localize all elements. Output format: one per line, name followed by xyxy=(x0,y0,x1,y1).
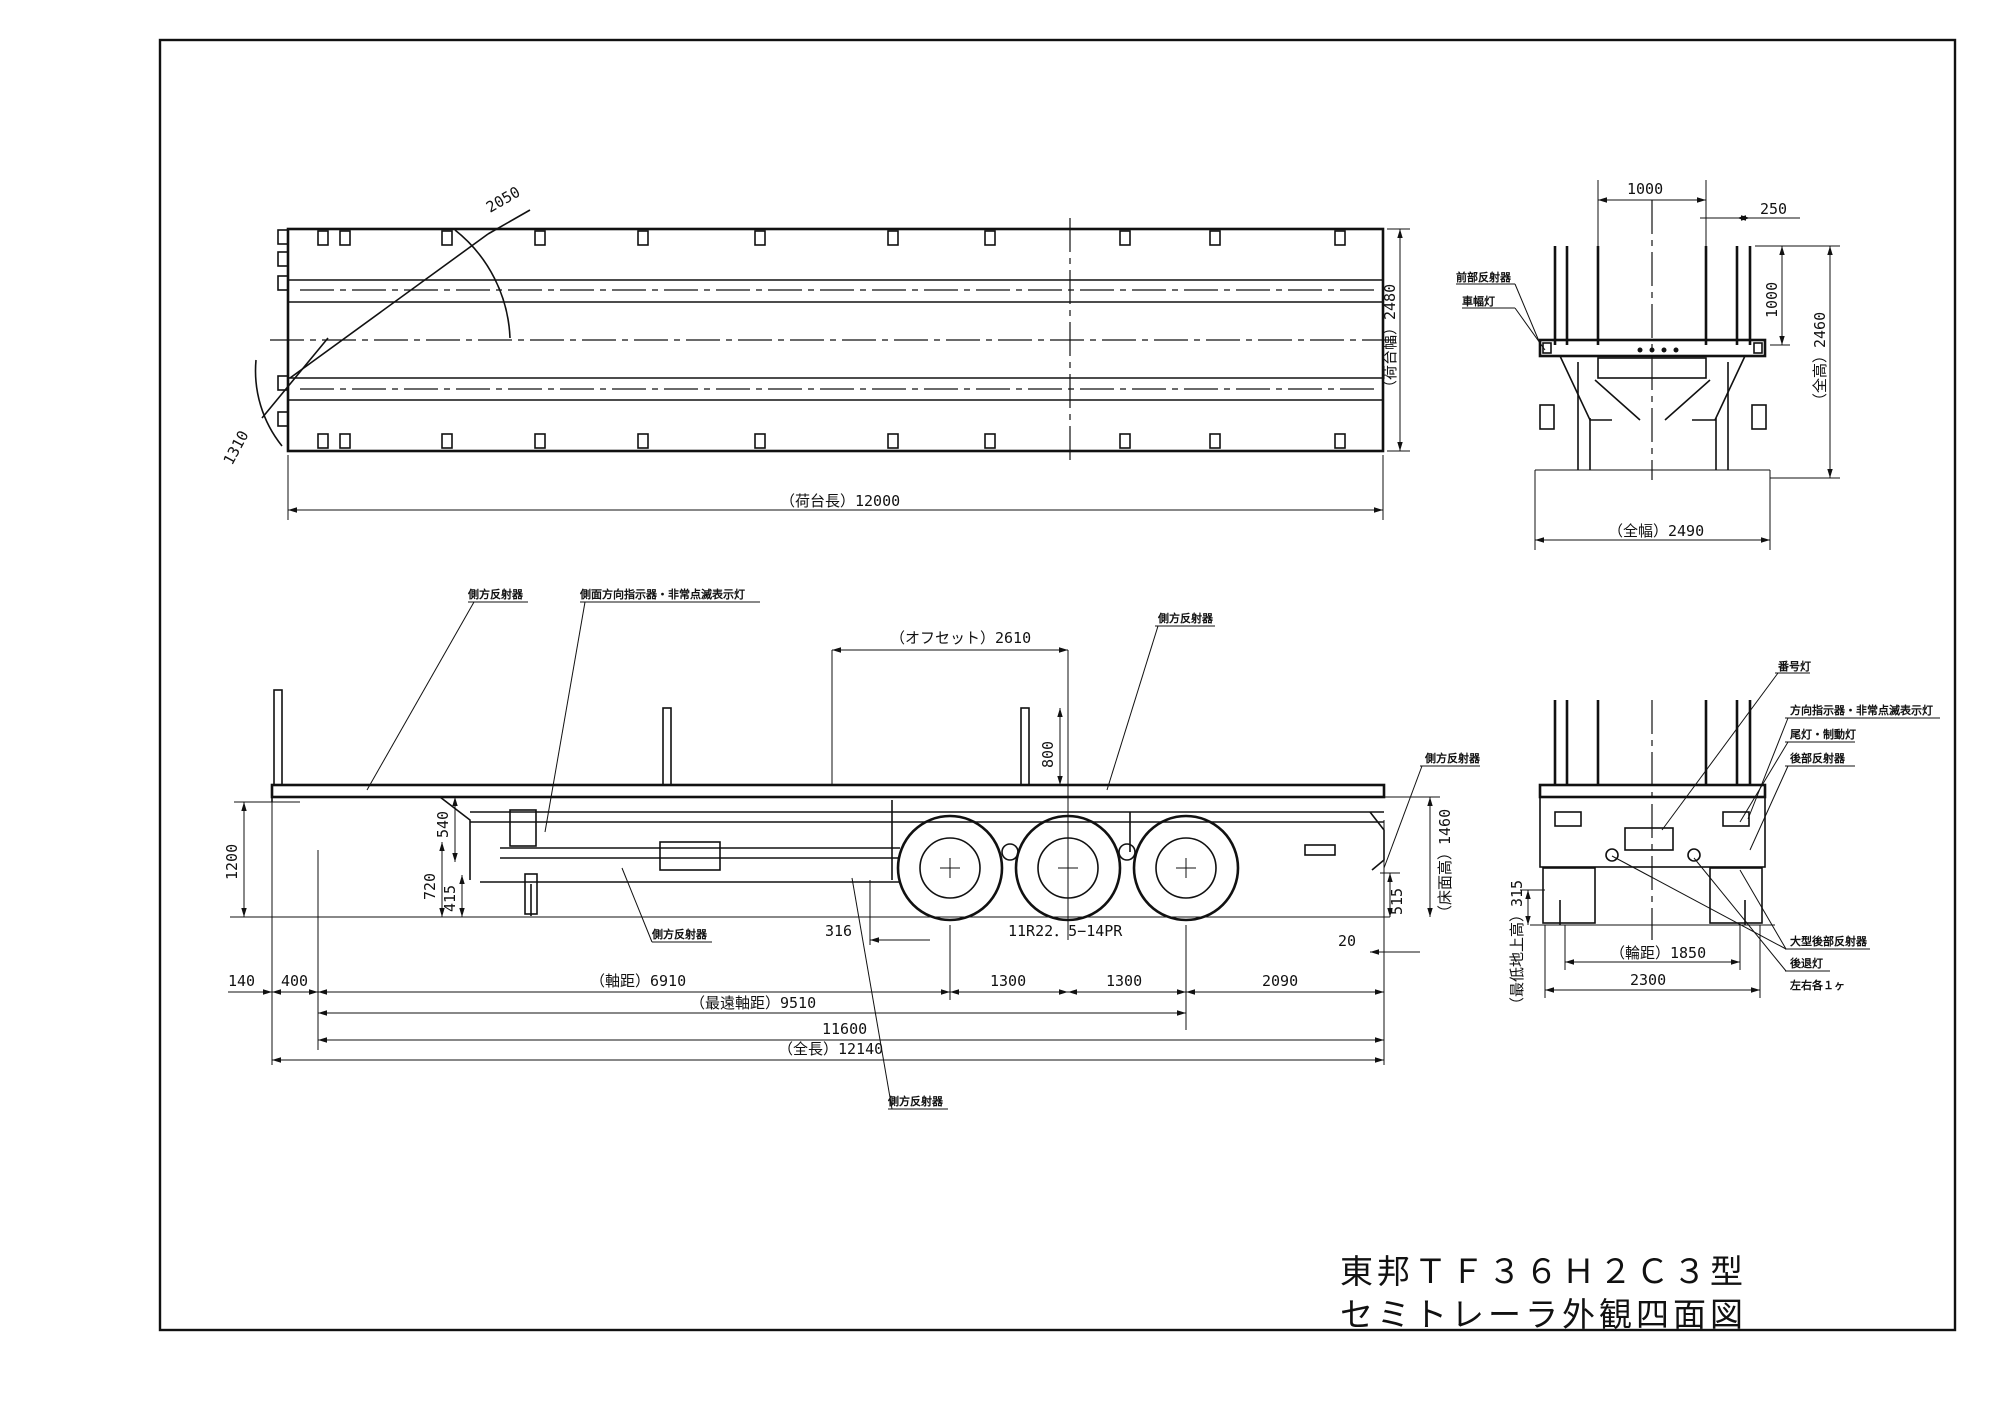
rear-view: （最低地上高）315 （輪距）1850 2300 番号灯 方向指示器・非常点滅表… xyxy=(1508,659,1940,1012)
d540-label: 540 xyxy=(434,811,452,838)
stake-800-label: 800 xyxy=(1039,741,1057,768)
plate-lamp-label: 番号灯 xyxy=(1777,659,1811,673)
large-rear-reflector-label: 大型後部反射器 xyxy=(1790,934,1868,948)
tail-stop-label: 尾灯・制動灯 xyxy=(1789,727,1856,741)
overall-width-label: （全幅）2490 xyxy=(1608,522,1704,540)
d515-label: 515 xyxy=(1388,888,1406,915)
deck-length-label: （荷台長）12000 xyxy=(780,492,900,510)
rear-deck-height-label: （床面高）1460 xyxy=(1436,809,1454,920)
front-reflector-label: 前部反射器 xyxy=(1456,270,1512,284)
drawing-title-line-2: セミトレーラ外観四面図 xyxy=(1340,1295,1747,1334)
deck-width-label: （荷台幅）2480 xyxy=(1381,284,1399,395)
axle-spacing-1-label: 1300 xyxy=(990,972,1026,990)
each-side-label: 左右各１ヶ xyxy=(1789,978,1845,992)
rear-width-label: 2300 xyxy=(1630,971,1666,989)
axle-spacing-2-label: 1300 xyxy=(1106,972,1142,990)
tire-size-label: 11R22．5−14PR xyxy=(1008,922,1123,940)
d140-label: 140 xyxy=(228,972,255,990)
side-turn-signal-label: 側面方向指示器・非常点滅表示灯 xyxy=(579,587,745,601)
stake-height-label: 1000 xyxy=(1763,282,1781,318)
stake-spacing-label: 1000 xyxy=(1627,180,1663,198)
turn-hazard-label: 方向指示器・非常点滅表示灯 xyxy=(1790,703,1933,717)
side-reflector-4-label: 側方反射器 xyxy=(651,927,708,941)
overall-height-label: （全高）2460 xyxy=(1811,312,1829,408)
d720-label: 720 xyxy=(421,873,439,900)
track-label: （輪距）1850 xyxy=(1610,944,1706,962)
width-lamp-label: 車幅灯 xyxy=(1462,294,1495,308)
side-reflector-5-label: 側方反射器 xyxy=(887,1094,944,1108)
wheelbase-label: （軸距）6910 xyxy=(590,972,686,990)
d2090-label: 2090 xyxy=(1262,972,1298,990)
side-reflector-3-label: 側方反射器 xyxy=(1424,751,1481,765)
side-reflector-1-label: 側方反射器 xyxy=(467,587,524,601)
side-view: （オフセット）2610 800 1200 540 720 415 316 11R… xyxy=(223,587,1481,1110)
side-reflector-2-label: 側方反射器 xyxy=(1157,611,1214,625)
stake-offset-label: 250 xyxy=(1760,200,1787,218)
backup-lamp-label: 後退灯 xyxy=(1790,956,1823,970)
top-view: 2050 1310 （荷台長）12000 （荷台幅）2480 xyxy=(220,183,1410,520)
rear-reflector-label: 後部反射器 xyxy=(1790,751,1846,765)
d400-label: 400 xyxy=(281,972,308,990)
deck-height-label: 1200 xyxy=(223,844,241,880)
front-view: 1000 250 1000 （全高）2460 （全幅）2490 前部反射器 車幅… xyxy=(1456,180,1840,550)
overall-length-label: （全長）12140 xyxy=(778,1040,883,1058)
d20-label: 20 xyxy=(1338,932,1356,950)
offset-label: （オフセット）2610 xyxy=(890,629,1031,647)
drawing-title-line-1: 東邦ＴＦ３６Ｈ２Ｃ３型 xyxy=(1340,1252,1747,1291)
swing-radius-label: 2050 xyxy=(483,183,523,217)
drawing-frame xyxy=(158,38,1957,1332)
d415-label: 415 xyxy=(441,885,459,912)
kingpin-radius-label: 1310 xyxy=(220,428,253,468)
axle-3-wheel xyxy=(1132,814,1240,922)
d11600-label: 11600 xyxy=(822,1020,867,1038)
max-wheelbase-label: （最遠軸距）9510 xyxy=(690,994,816,1012)
axle-1-wheel xyxy=(896,814,1004,922)
d316-label: 316 xyxy=(825,922,852,940)
ground-clearance-label: （最低地上高）315 xyxy=(1508,880,1526,1012)
